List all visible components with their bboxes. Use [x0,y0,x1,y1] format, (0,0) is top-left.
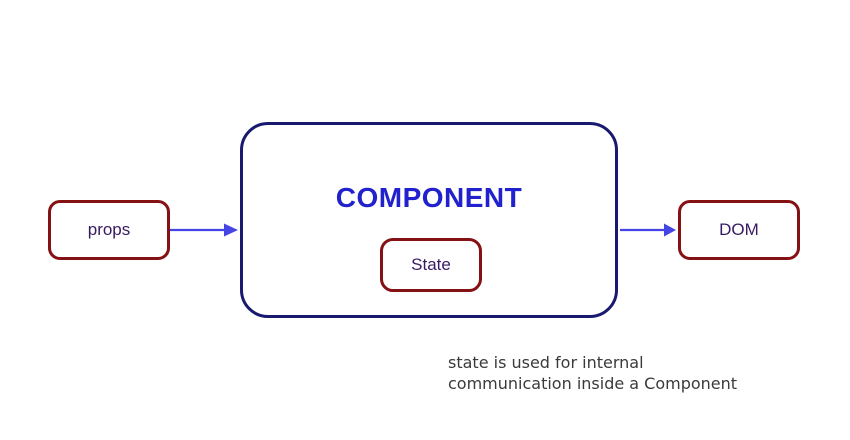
node-state: State [380,238,482,292]
node-component: COMPONENT State [240,122,618,318]
node-state-label: State [411,255,451,274]
caption-line-2: communication inside a Component [448,374,738,393]
node-props-label: props [87,220,131,239]
arrowhead-icon [224,223,238,237]
arrow-props-to-component [170,223,238,237]
arrow-component-to-dom [620,223,676,237]
caption: state is used for internal communication… [448,352,737,394]
arrowhead-icon [664,223,676,237]
node-dom: DOM [678,200,800,260]
node-props: props [48,200,170,260]
node-component-label: COMPONENT [335,182,523,213]
node-dom-label: DOM [719,220,759,239]
caption-line-1: state is used for internal [448,353,644,372]
